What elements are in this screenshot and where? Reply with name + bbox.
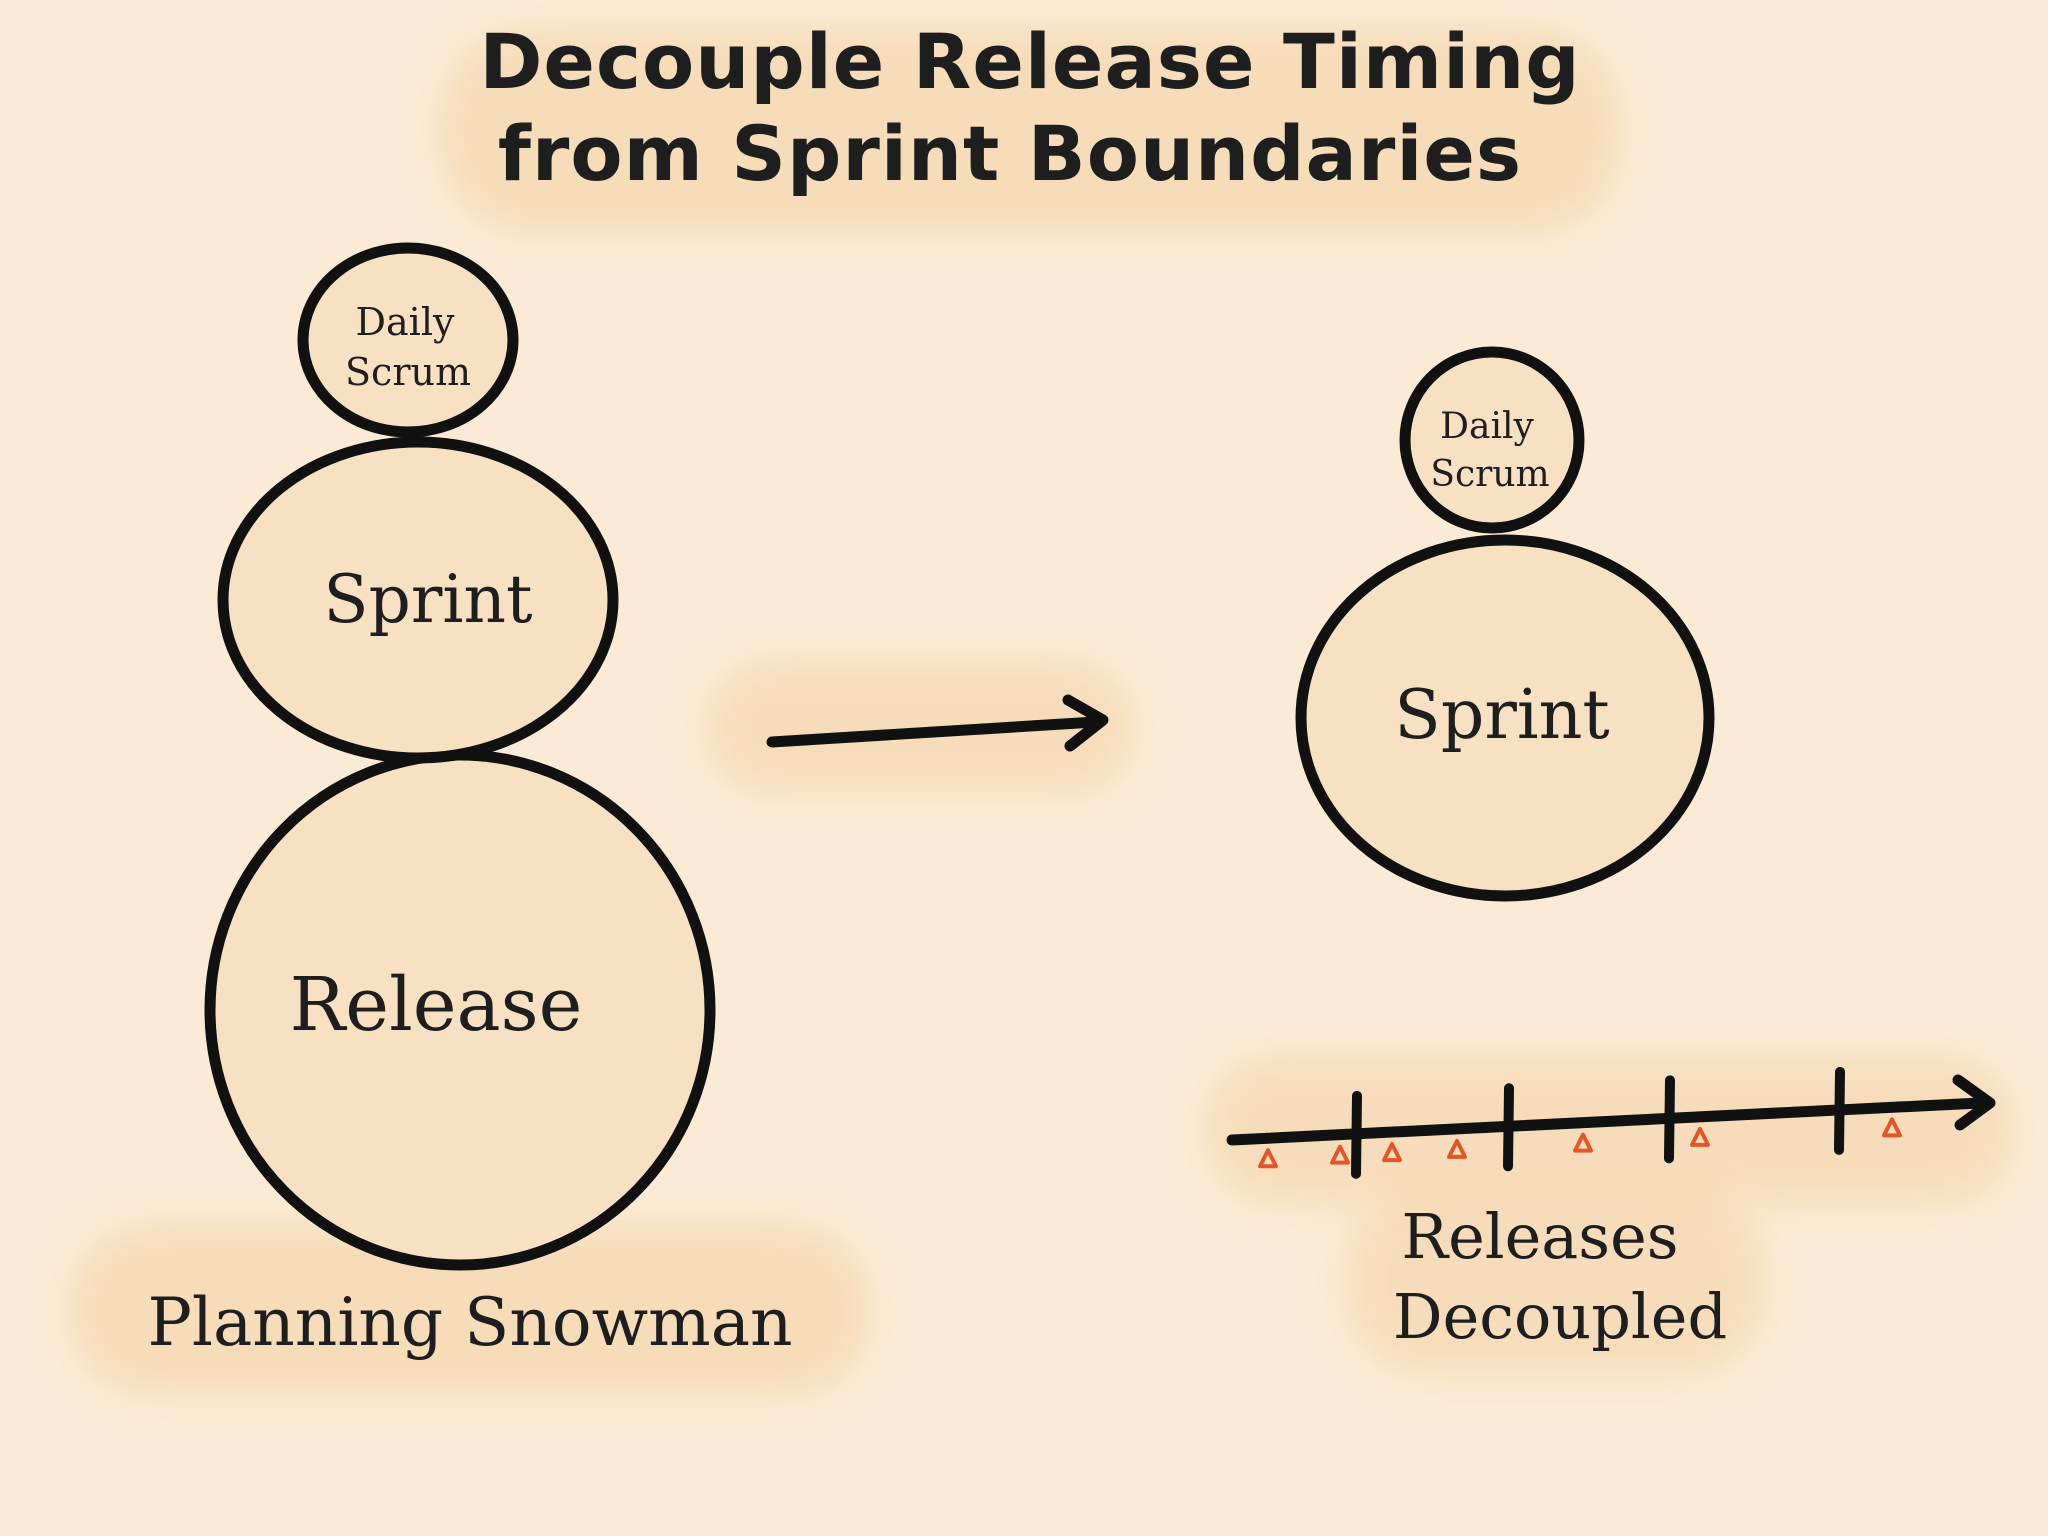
transition-arrow [766,694,1109,752]
right-caption-highlight [1345,1185,1765,1375]
timeline-highlight [1205,1055,2015,1205]
title-highlight [440,28,1620,233]
highlight-washes [70,28,2015,1395]
sprint-boundary-tick [1503,1083,1514,1172]
planning-snowman: Daily Scrum Sprint Release [204,242,716,1271]
sprint-boundary-tick [1834,1066,1845,1155]
daily-scrum-label-line-1: Daily [356,300,455,344]
timeline-arrowhead [1952,1074,1996,1131]
release-marker-icon [1258,1148,1278,1169]
daily-scrum-label-line-2: Scrum [345,350,471,394]
right-sprint-circle [1295,534,1715,902]
sprint-boundary-tick [1351,1090,1362,1179]
decoupled-snowman: Daily Scrum Sprint [1295,346,1715,902]
right-sprint-label: Sprint [1394,676,1610,755]
release-timeline [1226,1066,1996,1179]
right-daily-scrum-label-line-1: Daily [1440,406,1534,447]
releases-decoupled-caption-line-1: Releases [1401,1200,1678,1273]
sprint-label: Sprint [323,561,532,638]
release-label: Release [290,962,583,1048]
release-marker-icon [1330,1144,1350,1165]
releases-decoupled-caption-line-2: Decoupled [1393,1280,1727,1353]
release-marker-icon [1690,1126,1710,1147]
release-marker-icon [1382,1142,1402,1163]
daily-scrum-circle [297,242,519,438]
planning-snowman-caption: Planning Snowman [147,1284,792,1361]
release-marker-icon [1882,1117,1902,1138]
title-line-2: from Sprint Boundaries [498,109,1522,198]
title-line-1: Decouple Release Timing [479,17,1580,106]
right-daily-scrum-circle [1399,346,1585,534]
release-marker-icon [1573,1132,1593,1153]
right-daily-scrum-label-line-2: Scrum [1430,454,1549,495]
release-marker-icon [1447,1138,1467,1159]
left-caption-highlight [70,1225,870,1395]
sprint-boundary-tick [1664,1075,1675,1164]
sprint-circle [217,436,619,764]
